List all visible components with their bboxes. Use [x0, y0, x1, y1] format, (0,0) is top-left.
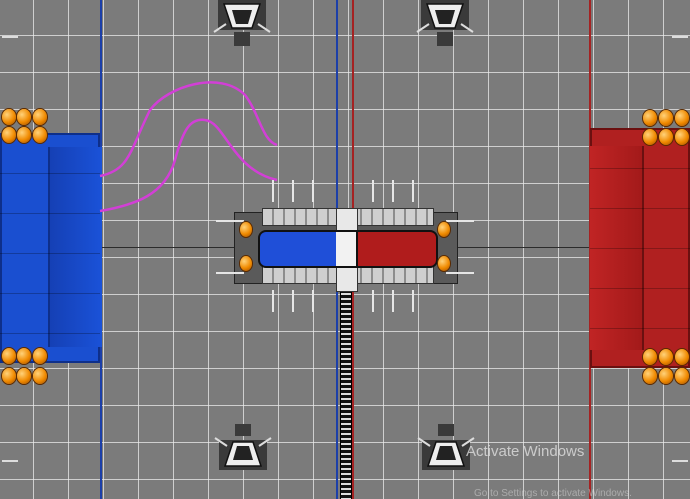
- hub-arm: [216, 220, 244, 222]
- blue-goal-inner: [48, 147, 102, 347]
- hub-neutral-zone: [336, 230, 356, 268]
- game-piece[interactable]: [659, 349, 673, 365]
- edge-marker: [672, 36, 688, 38]
- robot-bottom-blue[interactable]: [213, 422, 273, 470]
- game-piece[interactable]: [2, 368, 16, 384]
- game-piece[interactable]: [17, 348, 31, 364]
- hub-center-column-bottom: [336, 264, 358, 292]
- center-track: [340, 290, 352, 499]
- game-piece[interactable]: [643, 349, 657, 365]
- hub-post: [292, 180, 294, 202]
- hub-post: [392, 180, 394, 202]
- robot-top-blue[interactable]: [212, 0, 272, 48]
- game-piece[interactable]: [17, 368, 31, 384]
- game-piece[interactable]: [33, 127, 47, 143]
- game-piece[interactable]: [675, 129, 689, 145]
- edge-marker: [2, 36, 18, 38]
- hub-arm: [446, 272, 474, 274]
- hub-post: [412, 180, 414, 202]
- hub-post: [412, 290, 414, 312]
- hub-post: [312, 180, 314, 202]
- activation-watermark: Activate Windows: [466, 443, 585, 460]
- trajectory-path-lower: [99, 118, 278, 213]
- game-piece[interactable]: [17, 127, 31, 143]
- game-piece[interactable]: [438, 256, 450, 271]
- robot-bottom-red[interactable]: [416, 422, 476, 470]
- game-piece[interactable]: [659, 368, 673, 384]
- hub-post: [272, 290, 274, 312]
- hub-post: [372, 290, 374, 312]
- activation-watermark-subtext: Go to Settings to activate Windows.: [474, 488, 632, 499]
- hub-arm: [446, 220, 474, 222]
- game-piece[interactable]: [33, 348, 47, 364]
- hub-post: [312, 290, 314, 312]
- game-piece[interactable]: [33, 368, 47, 384]
- blue-alliance-goal: [0, 133, 102, 363]
- hub-post: [272, 180, 274, 202]
- game-piece[interactable]: [675, 368, 689, 384]
- game-piece[interactable]: [33, 109, 47, 125]
- edge-marker: [2, 460, 18, 462]
- game-piece[interactable]: [2, 348, 16, 364]
- hub-post: [292, 290, 294, 312]
- hub-center-column: [336, 208, 358, 232]
- hub-arm: [216, 272, 244, 274]
- edge-marker: [672, 460, 688, 462]
- central-hub: [216, 178, 474, 314]
- game-piece[interactable]: [675, 349, 689, 365]
- game-piece[interactable]: [675, 110, 689, 126]
- game-piece[interactable]: [240, 256, 252, 271]
- game-piece[interactable]: [643, 368, 657, 384]
- robot-top-red[interactable]: [415, 0, 475, 48]
- game-piece[interactable]: [2, 127, 16, 143]
- game-piece[interactable]: [240, 222, 252, 237]
- game-piece[interactable]: [659, 129, 673, 145]
- red-alliance-goal: [590, 128, 690, 368]
- game-piece[interactable]: [643, 110, 657, 126]
- game-piece[interactable]: [643, 129, 657, 145]
- game-piece[interactable]: [17, 109, 31, 125]
- hub-post: [392, 290, 394, 312]
- hub-post: [372, 180, 374, 202]
- hub-red-side: [356, 230, 438, 268]
- hub-blue-side: [258, 230, 348, 268]
- red-goal-inner: [590, 146, 644, 350]
- trajectory-path-upper: [99, 81, 278, 178]
- game-piece[interactable]: [659, 110, 673, 126]
- game-piece[interactable]: [438, 222, 450, 237]
- game-piece[interactable]: [2, 109, 16, 125]
